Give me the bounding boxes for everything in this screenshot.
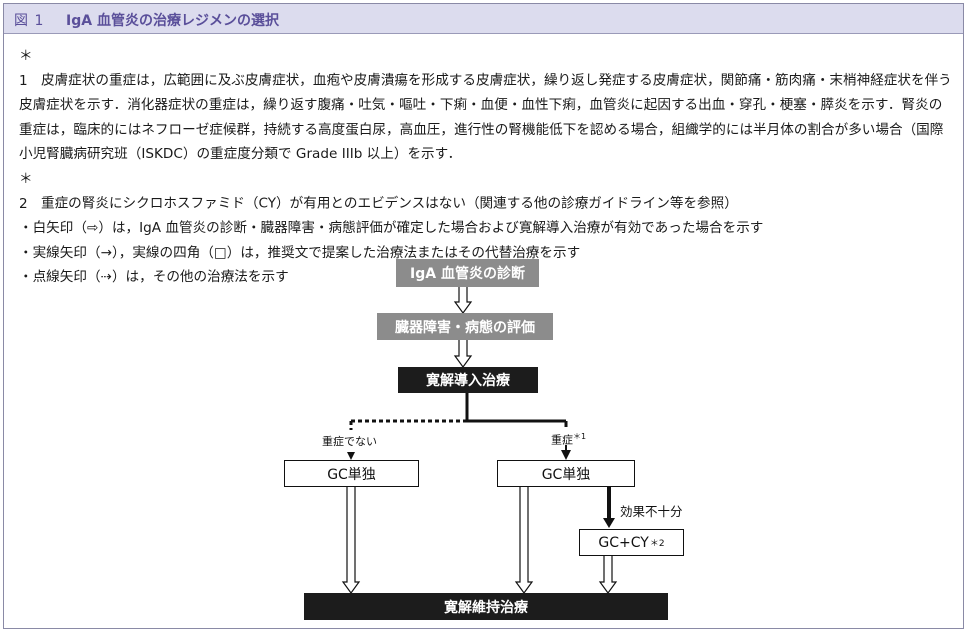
note-2: ＊2 重症の腎炎にシクロホスファミド（CY）が有用とのエビデンスはない（関連する他…: [19, 167, 954, 216]
node-gc-right: GC単独: [497, 460, 635, 487]
note-text: 点線矢印（⇢）は，その他の治療法を示す: [32, 269, 289, 286]
branch-severe-label: 重症＊1: [551, 431, 586, 448]
node-gc-left-label: GC単独: [327, 466, 376, 483]
note-text: 白矢印（⇨）は，IgA 血管炎の診断・臓器障害・病態評価が確定した場合および寛解…: [32, 220, 764, 237]
node-evaluation-label: 臓器障害・病態の評価: [395, 319, 535, 336]
branch-severe-text: 重症: [551, 433, 573, 447]
white-arrow-gc-left-to-maintenance: [341, 487, 361, 595]
node-diagnosis-label: IgA 血管炎の診断: [410, 266, 525, 282]
note-marker: ・: [19, 244, 33, 261]
figure-title: IgA 血管炎の治療レジメンの選択: [66, 13, 279, 29]
node-evaluation: 臓器障害・病態の評価: [377, 313, 553, 340]
figure-number: 図 1: [14, 13, 45, 29]
note-3: ・白矢印（⇨）は，IgA 血管炎の診断・臓器障害・病態評価が確定した場合および寛…: [19, 216, 954, 241]
insufficient-arrow-head: [603, 518, 615, 528]
note-marker: ＊2: [19, 170, 33, 212]
note-text: 重症の腎炎にシクロホスファミド（CY）が有用とのエビデンスはない（関連する他の診…: [41, 195, 738, 212]
insufficient-label: 効果不十分: [620, 504, 683, 519]
branch-severe-mark: ＊1: [573, 432, 587, 441]
node-maintenance-label: 寛解維持治療: [444, 599, 528, 616]
node-gc-cy-label: GC+CY: [598, 534, 649, 551]
node-gc-cy: GC+CY＊2: [579, 529, 684, 556]
white-arrow-gccy-to-maintenance: [598, 556, 618, 595]
note-marker: ＊1: [19, 48, 33, 89]
node-gc-cy-mark: ＊2: [649, 539, 665, 549]
white-arrow-diagnosis-to-evaluation: [453, 287, 473, 315]
white-arrow-gc-right-to-maintenance: [514, 487, 534, 595]
note-4: ・実線矢印（→），実線の四角（□）は，推奨文で提案した治療法またはその代替治療を…: [19, 241, 954, 266]
node-diagnosis: IgA 血管炎の診断: [396, 259, 539, 287]
node-induction: 寛解導入治療: [398, 367, 538, 393]
node-gc-right-label: GC単独: [541, 466, 591, 483]
note-marker: ・: [19, 220, 33, 237]
note-marker: ・: [19, 269, 33, 286]
white-arrow-evaluation-to-induction: [453, 340, 473, 369]
figure-header: 図 1 IgA 血管炎の治療レジメンの選択: [4, 4, 963, 34]
note-text: 実線矢印（→），実線の四角（□）は，推奨文で提案した治療法またはその代替治療を示…: [32, 244, 581, 261]
note-text: 皮膚症状の重症は，広範囲に及ぶ皮膚症状，血疱や皮膚潰瘍を形成する皮膚症状，繰り返…: [19, 72, 952, 163]
node-induction-label: 寛解導入治療: [426, 373, 510, 389]
arrow-to-gc-right: [561, 450, 571, 460]
note-5: ・点線矢印（⇢）は，その他の治療法を示す: [19, 265, 954, 290]
node-maintenance: 寛解維持治療: [304, 593, 668, 620]
node-gc-left: GC単独: [284, 460, 419, 487]
arrow-to-gc-left: [347, 452, 355, 460]
branch-mild-label: 重症でない: [322, 435, 377, 448]
